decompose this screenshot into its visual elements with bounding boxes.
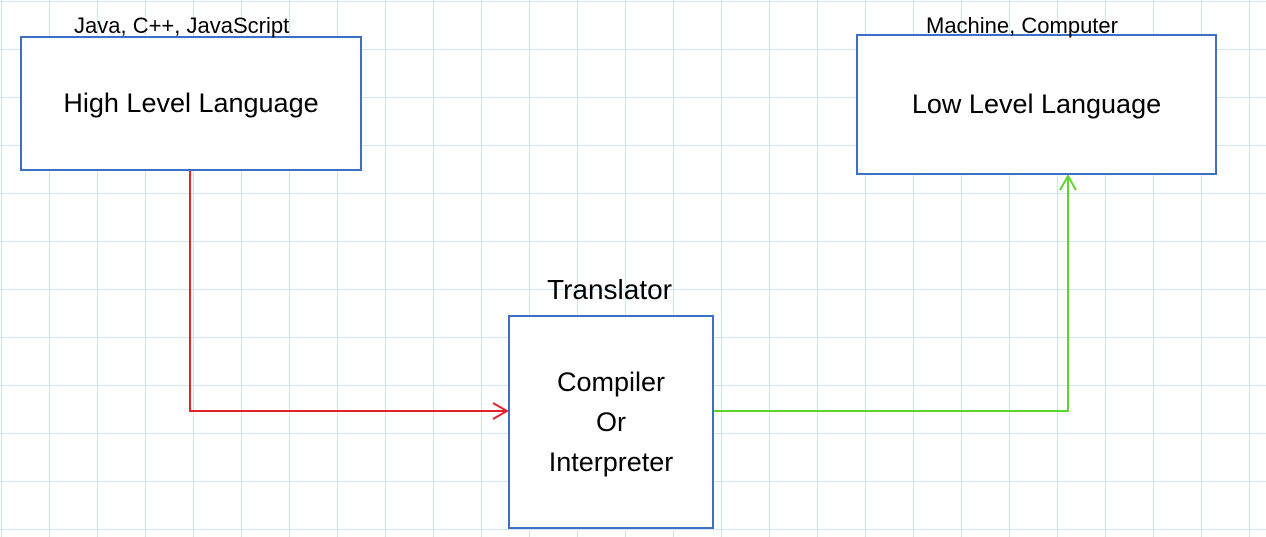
- translator-line-or: Or: [596, 407, 626, 437]
- low-level-examples: Machine, Computer: [926, 13, 1118, 38]
- arrow-high-to-translator: [189, 170, 507, 412]
- arrow-translator-to-low: [713, 176, 1069, 412]
- translator-line-interpreter: Interpreter: [548, 447, 674, 477]
- low-level-language-title: Low Level Language: [911, 89, 1162, 120]
- high-level-examples: Java, C++, JavaScript: [74, 13, 290, 38]
- high-level-language-title: High Level Language: [63, 88, 319, 119]
- translator-label: Translator: [547, 274, 673, 305]
- high-level-language-box: High Level Language: [20, 36, 362, 171]
- translator-line-compiler: Compiler: [556, 367, 666, 397]
- arrow-high-to-translator-head: [492, 402, 510, 420]
- arrow-translator-to-low-head: [1059, 173, 1077, 191]
- translator-options: Compiler Or Interpreter: [549, 362, 674, 482]
- translator-box: Compiler Or Interpreter: [508, 315, 714, 529]
- low-level-language-box: Low Level Language: [856, 34, 1217, 175]
